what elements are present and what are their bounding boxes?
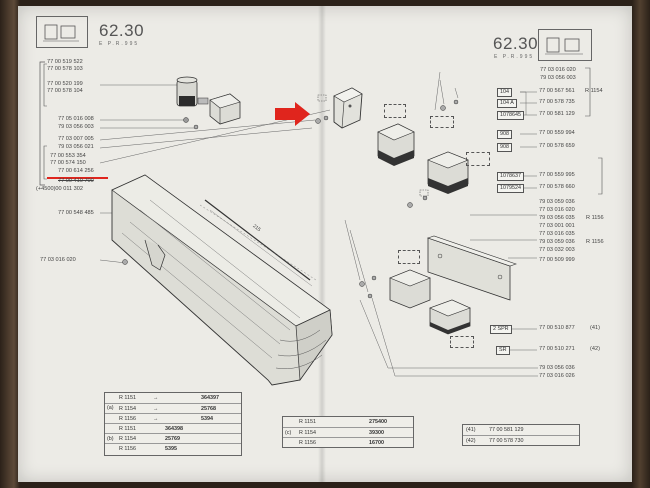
ref-c3-1: 77 00 559 995 (539, 172, 575, 178)
ref-mid-5: 77 03 016 035 (539, 231, 575, 237)
ref-placeholder-box (384, 104, 406, 118)
relay-lower-1 (389, 269, 431, 309)
table-row: (c) R 1154 39300 (283, 427, 413, 438)
ref-placeholder-box (450, 336, 474, 348)
ref-left-3: 77 00 520 199 (47, 81, 83, 87)
table-row: R 1156 5395 (105, 443, 241, 454)
table-row: R 1154 → 25768 (105, 403, 241, 414)
table-row: R 1151 → 364397 (119, 395, 219, 401)
page-subcode-left: E P.R.995 (99, 41, 140, 47)
label-104a: 104 A (497, 99, 517, 108)
ref-left-5: 77 05 016 008 (58, 116, 94, 122)
ref-mid-2: 77 03 016 020 (539, 207, 575, 213)
table-row: R 1156 16700 (283, 437, 413, 448)
table-row: (42) 77 00 578 730 (463, 435, 579, 446)
header-icon-box-right (538, 29, 592, 61)
ref-c2-2: 77 00 578 659 (539, 143, 575, 149)
ref-left-7: 77 03 007 005 (58, 136, 94, 142)
ref-c1-note: R 1154 (585, 88, 603, 94)
ref-mid-4: 77 03 001 001 (539, 223, 575, 229)
relay-icon (545, 37, 583, 55)
relay-lower-2 (429, 299, 471, 335)
relay-icon (43, 24, 79, 42)
ref-left-1: 77 00 519 522 (47, 59, 83, 65)
serial-table-right: (41) 77 00 581 129 (42) 77 00 578 730 (462, 424, 580, 446)
ref-c1-3: 77 00 581 129 (539, 111, 575, 117)
ref-relay2: 77 00 510 271 (539, 346, 575, 352)
housing-cover (111, 174, 333, 386)
ref-right-top-1: 77 03 016 020 (540, 67, 576, 73)
label-104: 104 (497, 88, 512, 97)
ref-mid-note-2: R 1156 (586, 239, 604, 245)
ref-c2-1: 77 00 559 994 (539, 130, 575, 136)
ref-left-11: 77 00 614 256 (58, 168, 94, 174)
ref-placeholder-box (430, 116, 454, 128)
label-908-a: 908 (497, 130, 512, 139)
ref-left-4: 77 00 578 104 (47, 88, 83, 94)
page-number-right: 62.30 (493, 34, 539, 53)
ref-mid-6: 79 03 059 036 (539, 239, 575, 245)
label-2spr: 2 SPR (490, 325, 512, 334)
ref-c1-1: 77 00 567 561 (539, 88, 575, 94)
table-row: R 1151 364398 (105, 423, 241, 434)
label-908-b: 908 (497, 143, 512, 152)
ref-left-bolt: 77 03 016 020 (40, 257, 76, 263)
mounting-plate (427, 235, 517, 301)
serial-table-mid: R 1151 275400 (c) R 1154 39300 R 1156 16… (282, 416, 414, 448)
ref-left-strike: 77 00 410 700 (58, 178, 94, 184)
table-row: R 1151 275400 (299, 419, 387, 425)
highlighted-relay (333, 87, 363, 129)
label-1078645: 1078645 (497, 111, 524, 120)
ref-plate: 77 00 509 999 (539, 257, 575, 263)
flasher-unit (197, 93, 241, 125)
label-1078637: 1078637 (497, 172, 524, 181)
ref-left-548: 77 00 548 485 (58, 210, 94, 216)
ref-left-9: 77 00 553 354 (50, 153, 86, 159)
header-icon-box-left (36, 16, 88, 48)
table-row: (b) R 1154 25769 (105, 433, 241, 444)
ref-c3-2: 77 00 578 660 (539, 184, 575, 190)
ref-mid-7: 77 03 032 003 (539, 247, 575, 253)
ref-left-10: 77 00 574 150 (50, 160, 86, 166)
red-arrow-icon (275, 102, 310, 126)
ref-left-6: 79 03 056 003 (58, 124, 94, 130)
ref-left-2: 77 00 578 103 (47, 66, 83, 72)
relay-black-cap (377, 123, 415, 166)
ref-mid-note-1: R 1156 (586, 215, 604, 221)
ref-placeholder-box (398, 250, 420, 264)
label-1079524: 1079524 (497, 184, 524, 193)
group-a: (a) (107, 405, 114, 411)
ref-left-note: (+4500)00 011 302 (36, 186, 84, 192)
ref-mid-1: 79 03 059 036 (539, 199, 575, 205)
ref-left-8: 79 03 056 021 (58, 144, 94, 150)
page-subcode-right: E P.R.995 (494, 54, 535, 60)
ref-right-top-2: 79 03 056 003 (540, 75, 576, 81)
ref-relay2-note: (42) (590, 346, 600, 352)
label-sr: SR (496, 346, 510, 355)
ref-bottom-2: 77 03 016 026 (539, 373, 575, 379)
serial-table-left: R 1151 → 364397 R 1154 → 25768 R 1156 → … (104, 392, 242, 456)
ref-mid-3: 79 03 056 035 (539, 215, 575, 221)
page-crease (318, 6, 326, 482)
page-number-left: 62.30 (99, 21, 145, 40)
table-row: R 1156 → 5394 (105, 413, 241, 424)
table-row: (41) 77 00 581 129 (466, 427, 524, 433)
ref-placeholder-box (466, 152, 490, 166)
ref-relay1-note: (41) (590, 325, 600, 331)
ref-relay1: 77 00 510 877 (539, 325, 575, 331)
ref-c1-2: 77 00 578 735 (539, 99, 575, 105)
cylinder-relay (176, 76, 198, 107)
relay-square (427, 151, 469, 194)
ref-bottom-1: 79 03 056 036 (539, 365, 575, 371)
